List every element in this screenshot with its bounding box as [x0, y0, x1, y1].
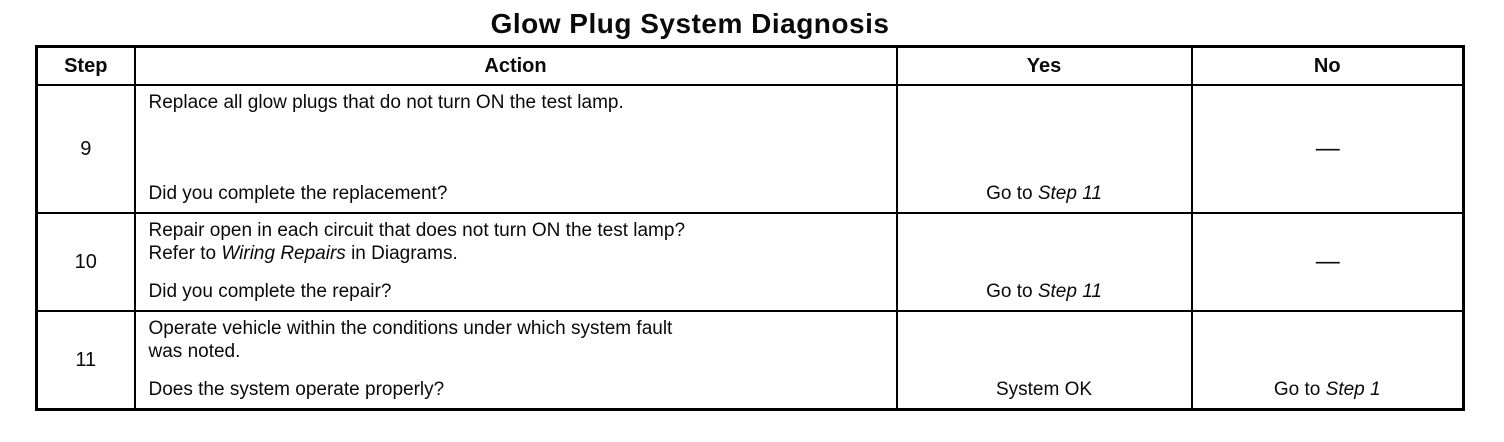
action-cell: Operate vehicle within the conditions un… — [133, 310, 898, 411]
table-row: 11 Operate vehicle within the conditions… — [35, 310, 1465, 411]
yes-answer: Go to Step 11 — [986, 281, 1102, 302]
no-cell: — — [1190, 84, 1465, 214]
step-number: 11 — [35, 310, 136, 411]
table-row: 9 Replace all glow plugs that do not tur… — [35, 84, 1465, 214]
yes-cell: Go to Step 11 — [895, 84, 1193, 214]
question-text: Did you complete the repair? — [148, 280, 392, 302]
no-answer: Go to Step 1 — [1273, 379, 1381, 400]
question-text: Does the system operate properly? — [148, 378, 445, 400]
no-cell: Go to Step 1 — [1190, 310, 1465, 411]
action-text: Repair open in each circuit that does no… — [148, 220, 686, 265]
action-text: Operate vehicle within the conditions un… — [148, 318, 673, 363]
question-text: Did you complete the replacement? — [148, 182, 448, 204]
column-header-no: No — [1190, 45, 1465, 86]
yes-cell: Go to Step 11 — [895, 212, 1193, 312]
diagnosis-table: Step Action Yes No 9 Replace all glow pl… — [35, 45, 1465, 411]
action-text: Replace all glow plugs that do not turn … — [148, 92, 624, 113]
no-answer: — — [1315, 135, 1340, 162]
no-cell: — — [1190, 212, 1465, 312]
yes-answer: Go to Step 11 — [986, 183, 1102, 204]
action-cell: Repair open in each circuit that does no… — [133, 212, 898, 312]
table-row: 10 Repair open in each circuit that does… — [35, 212, 1465, 312]
table-header-row: Step Action Yes No — [35, 45, 1465, 86]
step-number: 9 — [35, 84, 136, 214]
no-answer: — — [1315, 248, 1340, 275]
column-header-action: Action — [133, 45, 898, 86]
column-header-yes: Yes — [895, 45, 1193, 86]
action-cell: Replace all glow plugs that do not turn … — [133, 84, 898, 214]
column-header-step: Step — [35, 45, 136, 86]
step-number: 10 — [35, 212, 136, 312]
yes-cell: System OK — [895, 310, 1193, 411]
yes-answer: System OK — [995, 379, 1093, 400]
page-title: Glow Plug System Diagnosis — [490, 8, 890, 39]
